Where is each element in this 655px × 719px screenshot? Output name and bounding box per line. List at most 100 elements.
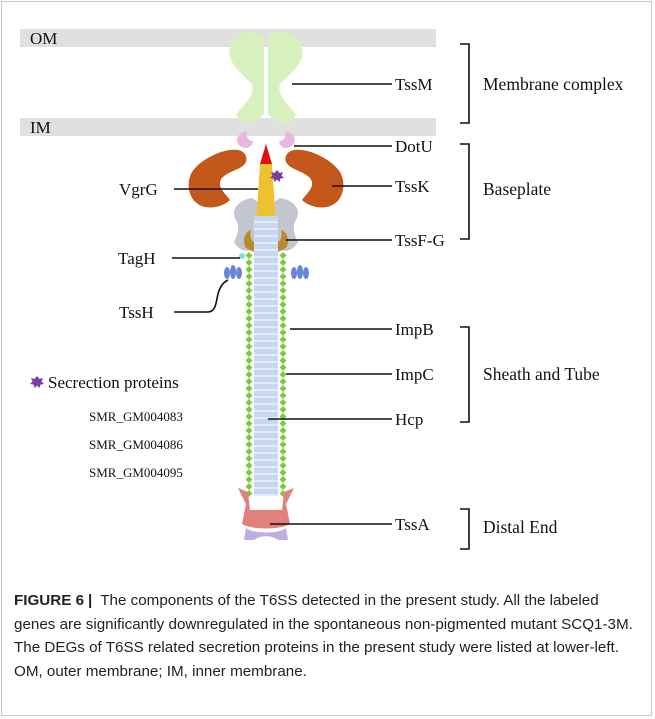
sheath-subunit (280, 336, 287, 343)
sheath-subunit (280, 420, 287, 427)
sheath-subunit (280, 350, 287, 357)
sheath-subunit (246, 329, 253, 336)
legend-star-icon (30, 376, 44, 388)
sheath-subunit (246, 462, 253, 469)
sheath-subunit (246, 385, 253, 392)
sheath-subunit (246, 434, 253, 441)
sheath-subunit (246, 406, 253, 413)
sheath-subunit (280, 280, 287, 287)
sheath-left-chain (246, 252, 253, 497)
sheath-subunit (280, 448, 287, 455)
sheath-subunit (246, 343, 253, 350)
sheath-subunit (280, 462, 287, 469)
label-vgrg: VgrG (119, 180, 158, 199)
sheath-subunit (246, 399, 253, 406)
sheath-subunit (246, 287, 253, 294)
sheath-subunit (280, 469, 287, 476)
sheath-subunit (246, 252, 253, 259)
sheath-subunit (280, 301, 287, 308)
sheath-subunit (280, 308, 287, 315)
sheath-subunit (246, 280, 253, 287)
sheath-subunit (246, 476, 253, 483)
im-label: IM (30, 118, 51, 137)
sheath-subunit (246, 455, 253, 462)
caption-separator: | (88, 592, 92, 609)
sheath-right-chain (280, 252, 287, 497)
label-tssh: TssH (119, 303, 154, 322)
bracket-distal-end (460, 509, 469, 549)
sheath-subunit (280, 434, 287, 441)
sheath-subunit (246, 301, 253, 308)
sheath-subunit (280, 322, 287, 329)
label-tagh: TagH (118, 249, 156, 268)
sheath-subunit (280, 392, 287, 399)
bracket-membrane-complex (460, 44, 469, 123)
label-tssfg: TssF-G (395, 231, 445, 250)
bracket-sheath-tube (460, 327, 469, 422)
sheath-subunit (246, 469, 253, 476)
sheath-subunit (280, 252, 287, 259)
sheath-subunit (246, 350, 253, 357)
sheath-subunit (280, 259, 287, 266)
legend-item: SMR_GM004086 (89, 437, 183, 452)
sheath-subunit (280, 441, 287, 448)
distal-cap-shape (244, 528, 288, 540)
sheath-subunit (280, 371, 287, 378)
sheath-subunit (246, 441, 253, 448)
sheath-subunit (246, 273, 253, 280)
sheath-subunit (246, 336, 253, 343)
sheath-subunit (246, 357, 253, 364)
sheath-subunit (246, 315, 253, 322)
sheath-subunit (280, 329, 287, 336)
sheath-subunit (246, 308, 253, 315)
sheath-subunit (246, 259, 253, 266)
tssh-marker-left (224, 265, 242, 279)
sheath-subunit (280, 455, 287, 462)
sheath-subunit (280, 399, 287, 406)
tssh-marker-right (291, 265, 309, 279)
sheath-subunit (280, 378, 287, 385)
legend-item: SMR_GM004095 (89, 465, 183, 480)
label-tssa: TssA (395, 515, 430, 534)
sheath-subunit (280, 427, 287, 434)
label-impb: ImpB (395, 320, 434, 339)
sheath-subunit (280, 364, 287, 371)
figure-label: FIGURE 6 (14, 592, 84, 609)
legend-title: Secrection proteins (48, 373, 179, 392)
sheath-subunit (246, 294, 253, 301)
sheath-subunit (280, 315, 287, 322)
sheath-subunit (246, 483, 253, 490)
sheath-subunit (246, 322, 253, 329)
sheath-subunit (246, 420, 253, 427)
sheath-subunit (280, 357, 287, 364)
sheath-subunit (246, 378, 253, 385)
t6ss-diagram: OM IM (2, 2, 653, 582)
sheath-subunit (246, 266, 253, 273)
legend-item: SMR_GM004083 (89, 409, 183, 424)
sheath-subunit (280, 273, 287, 280)
label-dotu: DotU (395, 137, 433, 156)
group-sheath-tube: Sheath and Tube (483, 364, 600, 384)
sheath-subunit (280, 343, 287, 350)
label-hcp: Hcp (395, 410, 423, 429)
hcp-tube (254, 216, 278, 496)
leader-tssh (174, 280, 228, 312)
sheath-subunit (280, 294, 287, 301)
label-tssk: TssK (395, 177, 430, 196)
outer-membrane (20, 29, 436, 47)
group-distal-end: Distal End (483, 517, 558, 537)
sheath-subunit (280, 483, 287, 490)
sheath-subunit (246, 392, 253, 399)
sheath-subunit (280, 266, 287, 273)
group-membrane-complex: Membrane complex (483, 74, 624, 94)
sheath-subunit (280, 385, 287, 392)
figure-caption: FIGURE 6| The components of the T6SS det… (14, 589, 642, 683)
sheath-subunit (246, 364, 253, 371)
om-label: OM (30, 29, 57, 48)
vgrg-spike-tip (260, 144, 272, 164)
sheath-subunit (246, 371, 253, 378)
label-impc: ImpC (395, 365, 434, 384)
sheath-subunit (280, 406, 287, 413)
bracket-baseplate (460, 144, 469, 239)
